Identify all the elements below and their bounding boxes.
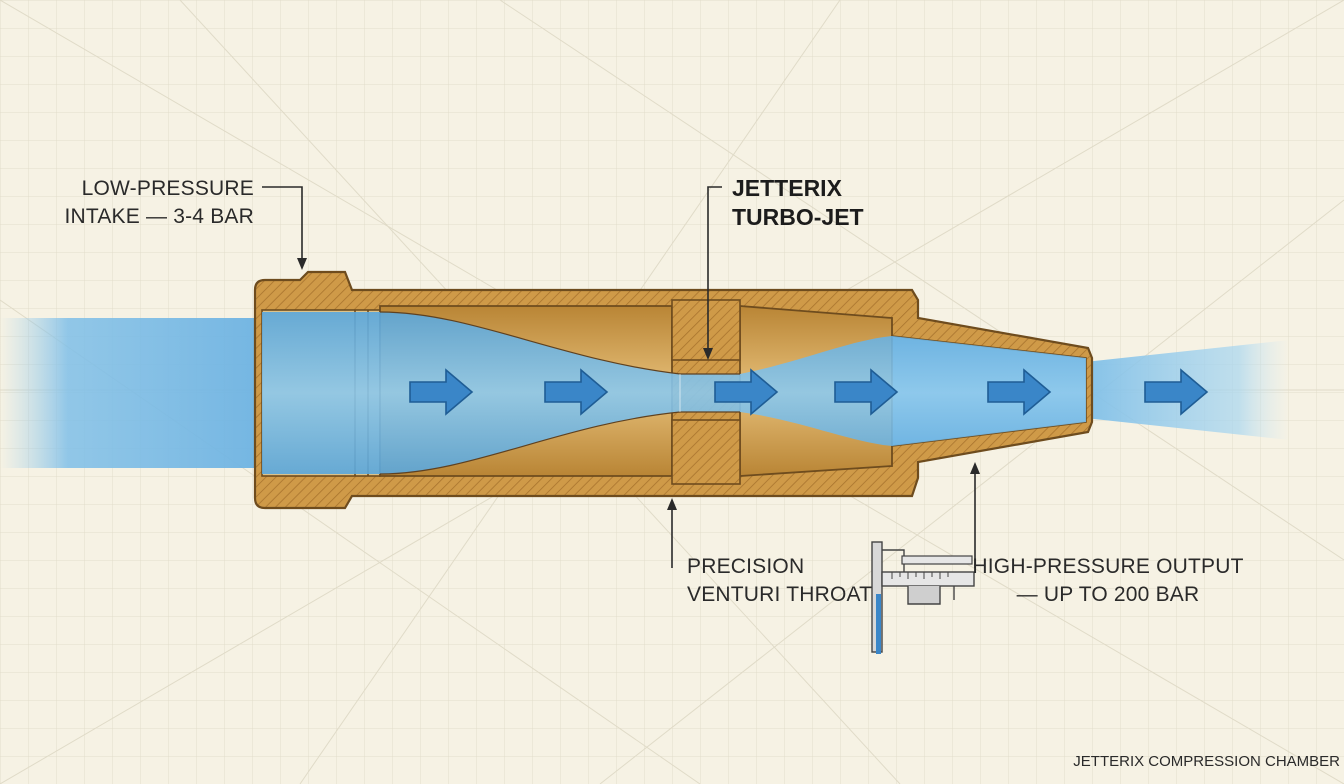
leader-lines: [262, 186, 980, 568]
label-intake: LOW-PRESSURE INTAKE — 3-4 BAR: [64, 177, 254, 228]
brand-label-line1: JETTERIX: [732, 175, 843, 201]
intake-leader: [262, 186, 303, 262]
internal-water-flow: [262, 312, 1086, 474]
intake-label-line2: INTAKE — 3-4 BAR: [64, 205, 254, 228]
footer-caption: JETTERIX COMPRESSION CHAMBER: [1073, 753, 1340, 770]
flow-arrow-icon: [714, 368, 779, 416]
flow-arrow-icon: [544, 368, 609, 416]
flow-arrows: [409, 368, 1209, 416]
throat-label-line1: PRECISION: [687, 555, 804, 578]
flow-arrow-icon: [834, 368, 899, 416]
output-label-line2: — UP TO 200 BAR: [1017, 583, 1200, 606]
flow-arrow-icon: [409, 368, 474, 416]
caliper-icon: [871, 541, 975, 654]
intake-label-line1: LOW-PRESSURE: [82, 177, 254, 200]
throat-label-line2: VENTURI THROAT: [687, 583, 872, 606]
flow-arrow-icon: [987, 368, 1052, 416]
output-label-line1: HIGH-PRESSURE OUTPUT: [972, 555, 1243, 578]
brand-label-line2: TURBO-JET: [732, 204, 864, 230]
inlet-water-stream: [0, 318, 270, 468]
label-output: HIGH-PRESSURE OUTPUT — UP TO 200 BAR: [972, 555, 1243, 606]
label-throat: PRECISION VENTURI THROAT: [687, 555, 872, 606]
flow-arrow-icon: [1144, 368, 1209, 416]
brand-leader: [707, 186, 722, 352]
label-brand: JETTERIX TURBO-JET: [732, 175, 864, 230]
